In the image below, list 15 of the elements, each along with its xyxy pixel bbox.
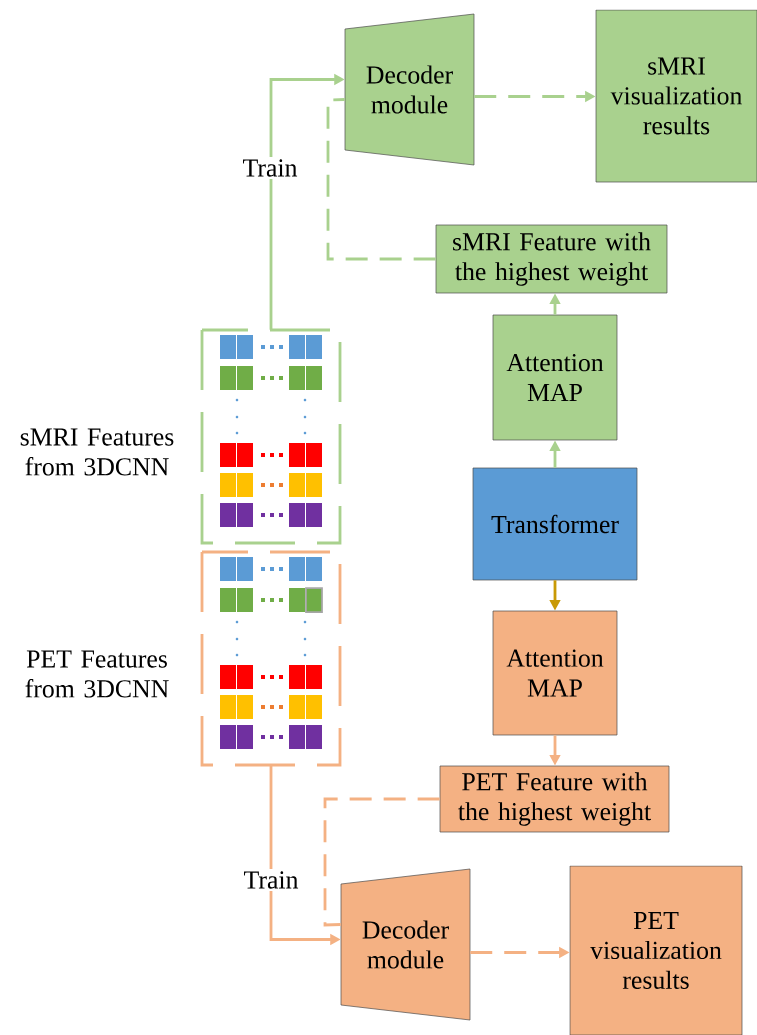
attention-map-box: Attention MAP (492, 314, 618, 441)
decoder-trapezoid: Decoder module (340, 868, 471, 1021)
edge-label: Train (240, 157, 300, 179)
feature-matrix-drawing (200, 328, 342, 545)
decoder-trapezoid: Decoder module (344, 13, 475, 166)
attention-map-box: Attention MAP (492, 610, 618, 736)
result-box: sMRI visualization results (595, 9, 757, 183)
transformer-box: Transformer (472, 467, 638, 581)
edge-label: Train (241, 869, 301, 891)
feature-box: PET Feature with the highest weight (439, 765, 670, 833)
group-label: sMRI Features from 3DCNN (20, 428, 174, 476)
group-label: PET Features from 3DCNN (25, 650, 169, 698)
result-box: PET visualization results (569, 865, 743, 1035)
feature-matrix-drawing (200, 550, 342, 767)
feature-box: sMRI Feature with the highest weight (435, 224, 668, 294)
